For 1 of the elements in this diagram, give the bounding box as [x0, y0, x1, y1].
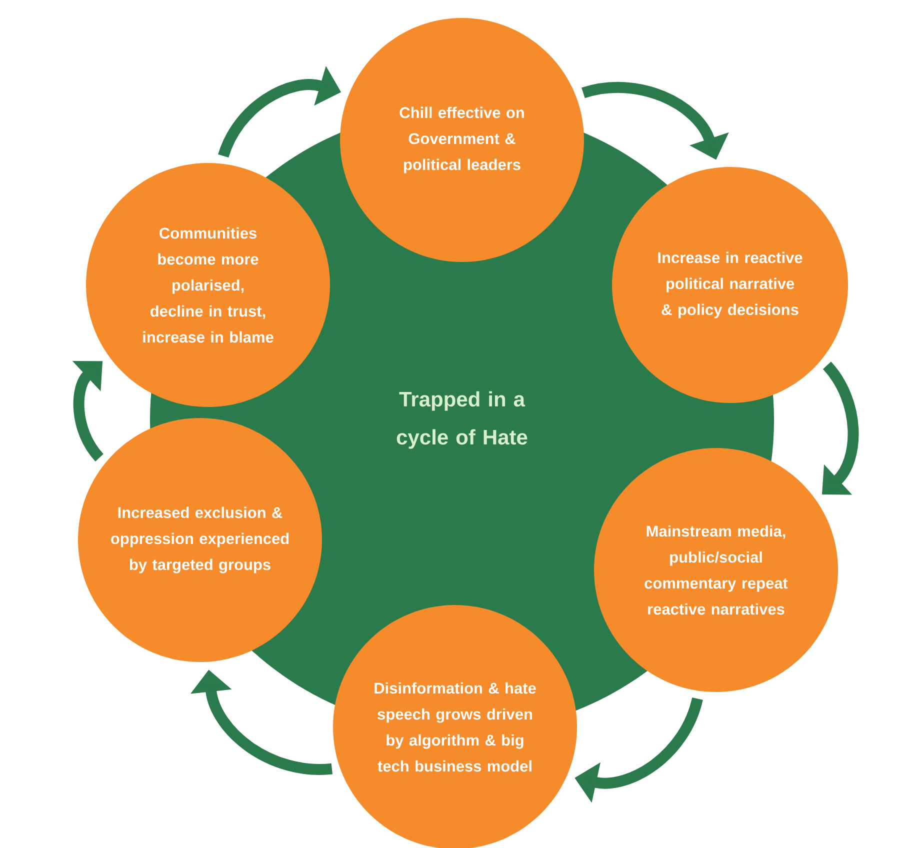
cycle-arrow [72, 361, 104, 462]
